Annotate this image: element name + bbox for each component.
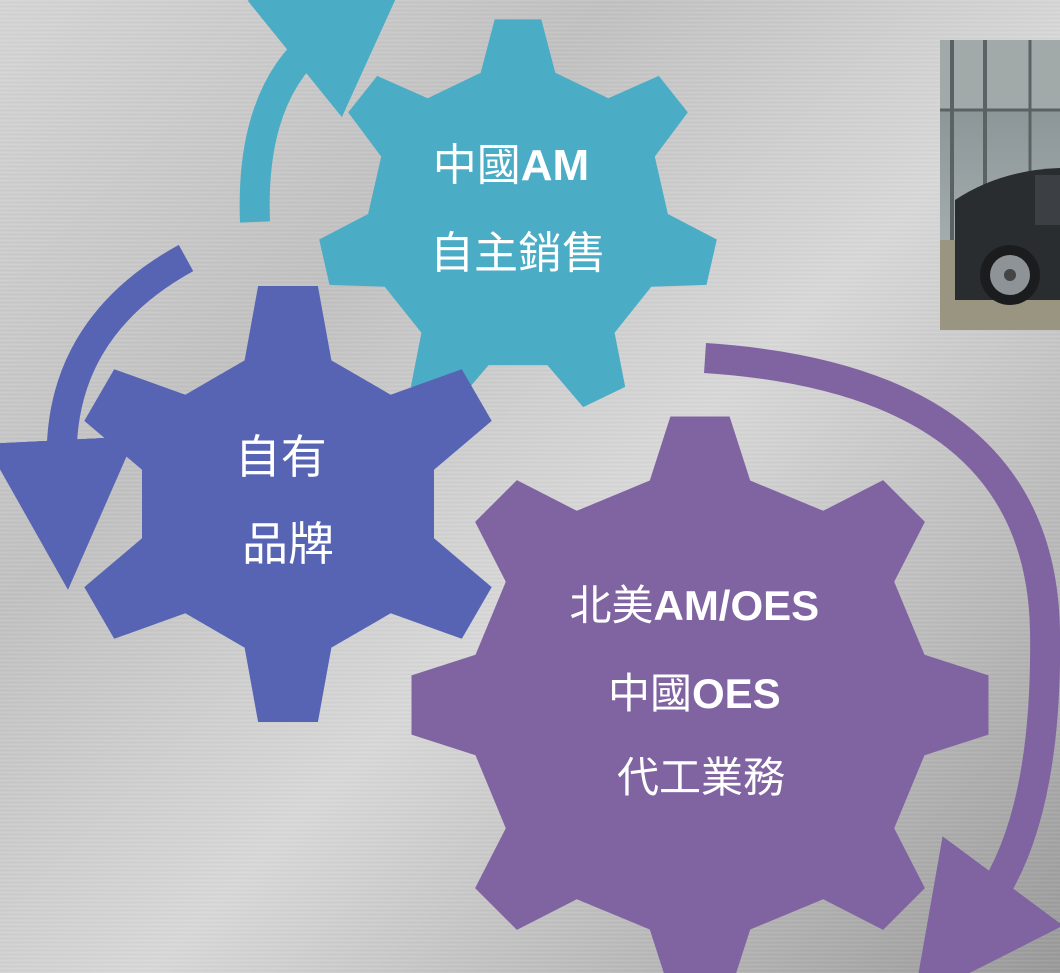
blue-cycle-arrow <box>0 244 194 590</box>
purple-cycle-arrow <box>704 343 1060 973</box>
oem-business-label: 北美AM/OES 中國OES 代工業務 <box>569 581 832 802</box>
pickup-truck-photo <box>940 40 1060 330</box>
own-brand-gear <box>84 286 492 722</box>
china-am-label: 中國AM 自主銷售 <box>430 140 606 279</box>
oem-business-gear <box>411 416 989 973</box>
teal-cycle-arrow <box>239 0 412 223</box>
own-brand-label: 自有 品牌 <box>235 430 342 571</box>
china-am-gear <box>319 19 717 408</box>
